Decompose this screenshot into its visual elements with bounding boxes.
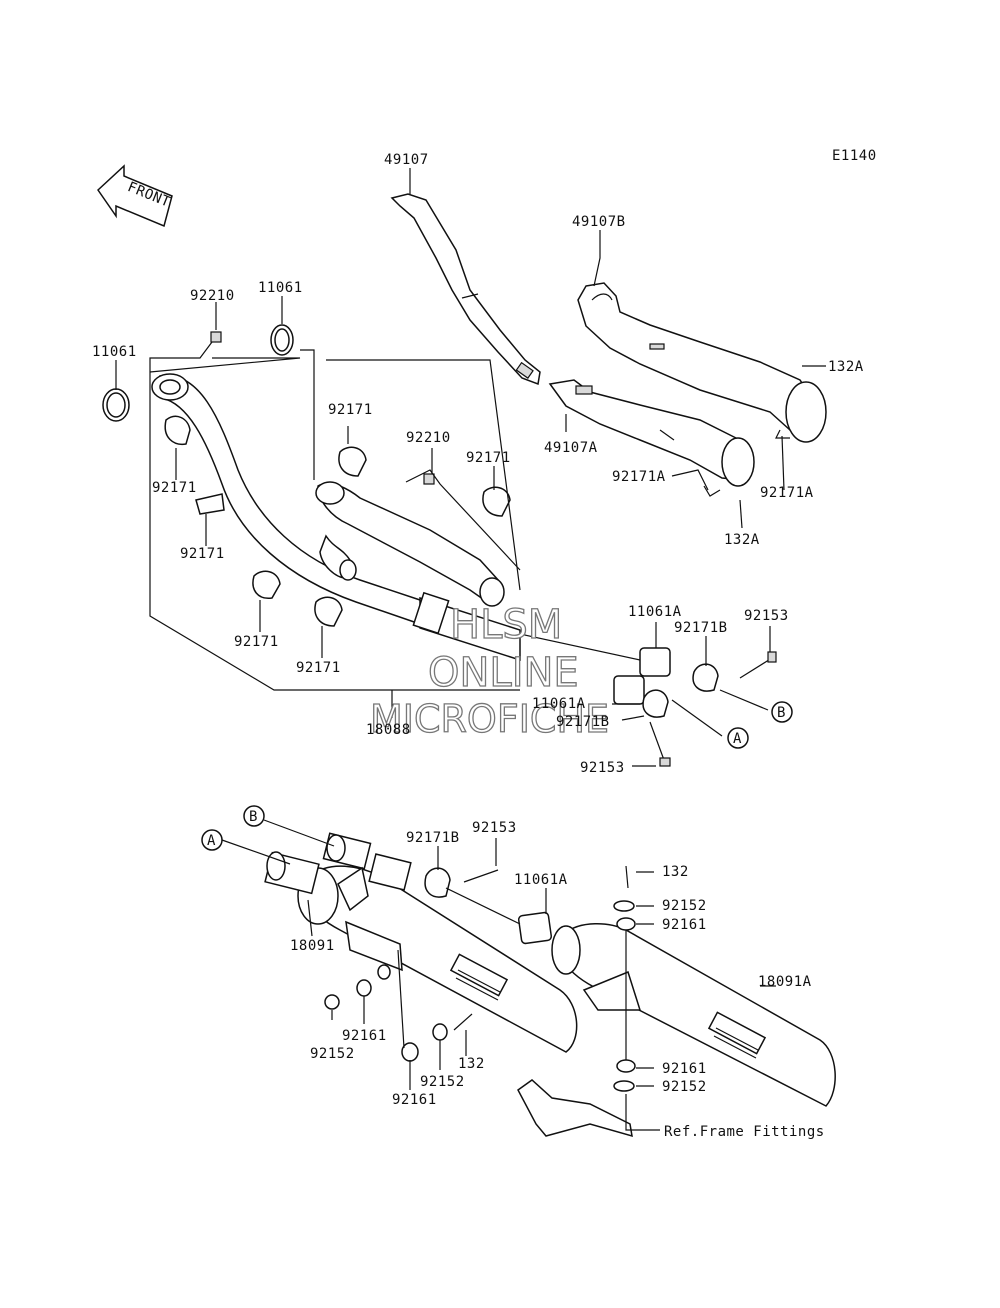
clamp-92171-4 [314, 596, 343, 627]
label-92171-4: 92171 [296, 660, 341, 676]
heat-guard-49107 [390, 193, 541, 386]
sleeve-11061a-2 [613, 675, 645, 705]
label-92161-4: 92161 [662, 1061, 707, 1077]
clamp-92171b-lower [424, 867, 451, 898]
washer-92152-left [324, 994, 340, 1010]
label-92153-2: 92153 [580, 760, 625, 776]
ref-code: E1140 [832, 148, 877, 164]
label-11061-1: 11061 [258, 280, 303, 296]
label-92171b-3: 92171B [406, 830, 460, 846]
label-132a-2: 132A [724, 532, 760, 548]
label-11061a-2: 11061A [532, 696, 586, 712]
label-92153-1: 92153 [744, 608, 789, 624]
watermark-line-1: HLSM [450, 602, 562, 648]
label-ref-frame-fittings: Ref.Frame Fittings [664, 1124, 825, 1140]
bushing-92161-left [356, 979, 372, 997]
watermark-line-3: MICROFICHE [370, 697, 609, 741]
bolt-132-right [625, 865, 629, 889]
label-92171-3: 92171 [234, 634, 279, 650]
label-132-1: 132 [662, 864, 689, 880]
label-92161-1: 92161 [662, 917, 707, 933]
watermark-line-2: ONLINE [428, 650, 579, 696]
label-92171-6: 92171 [466, 450, 511, 466]
ref-circle-b-lower: B [243, 805, 265, 827]
label-92171-2: 92171 [180, 546, 225, 562]
label-92171a-2: 92171A [760, 485, 814, 501]
svg-text:B: B [249, 809, 258, 825]
label-11061a-3: 11061A [514, 872, 568, 888]
clamp-92171b-1 [692, 663, 719, 692]
front-arrow-icon: FRONT [97, 164, 173, 228]
svg-text:B: B [777, 705, 786, 721]
muffler-18091 [264, 832, 578, 1053]
label-92152-4: 92152 [662, 1079, 707, 1095]
heat-guard-49107a [548, 379, 755, 497]
label-92153-3: 92153 [472, 820, 517, 836]
washer-92152-right-top [613, 900, 635, 912]
label-11061a-1: 11061A [628, 604, 682, 620]
ref-circle-b-upper: B [771, 701, 793, 723]
label-92171b-2: 92171B [556, 714, 610, 730]
label-92210-2: 92210 [406, 430, 451, 446]
bolt-92153-lower [463, 869, 499, 883]
bolt-132-left [453, 1013, 473, 1031]
nut-92210-right [423, 473, 435, 485]
nut-92210-left [210, 331, 222, 343]
heat-guard-49107b [577, 282, 827, 443]
label-92171-1: 92171 [152, 480, 197, 496]
clamp-92171-3 [252, 570, 281, 599]
label-132a-1: 132A [828, 359, 864, 375]
part-labels: 49107 49107B 132A 49107A 92171A 92171A 1… [92, 152, 864, 1140]
watermark: HLSM ONLINE MICROFICHE [369, 601, 609, 741]
label-132-2: 132 [458, 1056, 485, 1072]
clamp-92171b-2 [642, 689, 669, 718]
label-49107: 49107 [384, 152, 429, 168]
label-11061-2: 11061 [92, 344, 137, 360]
label-92171b-1: 92171B [674, 620, 728, 636]
label-49107a: 49107A [544, 440, 598, 456]
label-92152-3: 92152 [420, 1074, 465, 1090]
sleeve-11061a-lower [517, 911, 553, 945]
clamp-92171-1 [164, 415, 191, 446]
label-92152-2: 92152 [310, 1046, 355, 1062]
label-92152-1: 92152 [662, 898, 707, 914]
label-92210-1: 92210 [190, 288, 235, 304]
bolt-92153-2 [649, 721, 665, 761]
clamp-92171-6 [482, 486, 511, 517]
label-92161-2: 92161 [342, 1028, 387, 1044]
label-18091: 18091 [290, 938, 335, 954]
clamp-92171-2 [195, 493, 225, 515]
label-92171-5: 92171 [328, 402, 373, 418]
ref-circle-a-upper: A [727, 727, 749, 749]
bushing-92161-right-top [616, 917, 636, 931]
svg-text:A: A [733, 731, 742, 747]
leader-lines [115, 168, 826, 1131]
label-18091a: 18091A [758, 974, 812, 990]
ref-circle-a-lower: A [201, 829, 223, 851]
label-49107b: 49107B [572, 214, 626, 230]
clamp-92171-5 [338, 446, 367, 477]
label-92171a-1: 92171A [612, 469, 666, 485]
washer-92152-right-bottom [613, 1080, 635, 1092]
sleeve-11061a-1 [639, 647, 671, 677]
bushing-92161-right-bottom [616, 1059, 636, 1073]
svg-text:A: A [207, 833, 216, 849]
exhaust-pipe-assembly-18088 [151, 373, 521, 662]
label-92161-3: 92161 [392, 1092, 437, 1108]
bolt-92153-1 [739, 657, 773, 679]
label-18088: 18088 [366, 722, 411, 738]
collar-92152-mid [432, 1023, 448, 1041]
